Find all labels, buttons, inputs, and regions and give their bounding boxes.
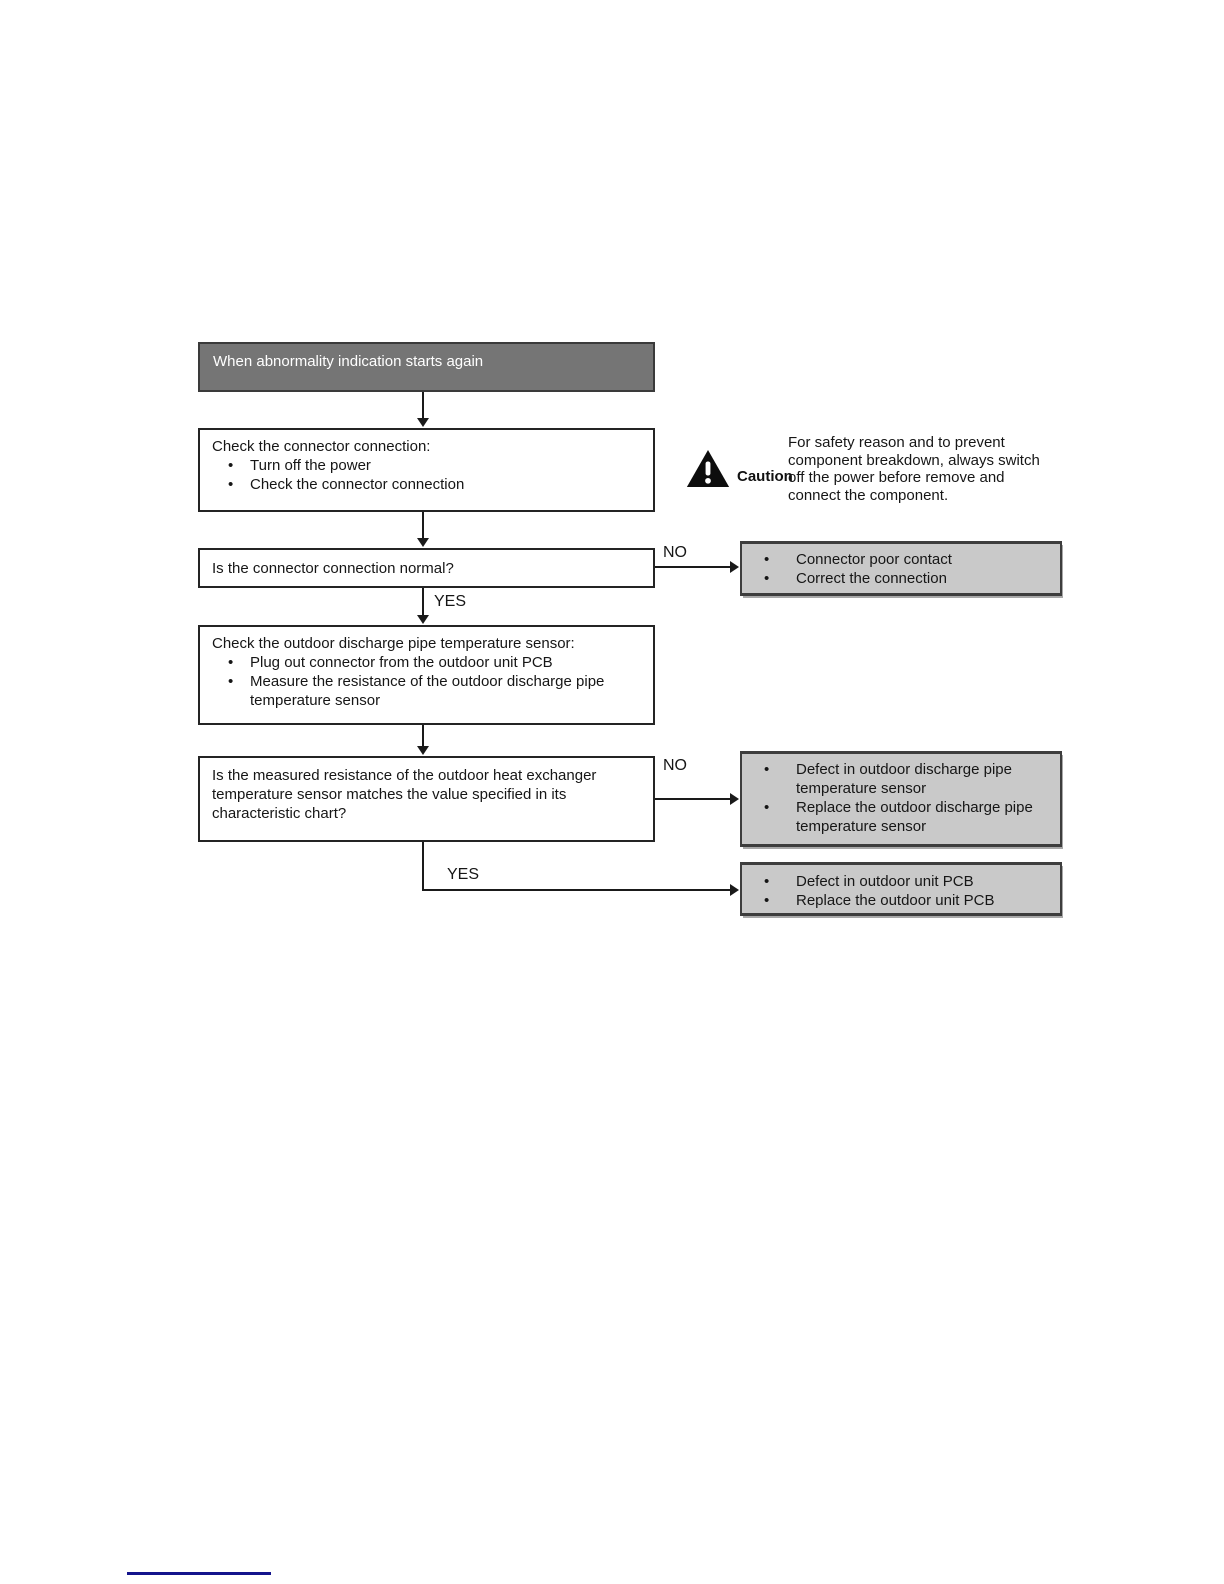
bullet-item: • Connector poor contact [752, 550, 1050, 569]
caution-note: For safety reason and to prevent compone… [788, 434, 1040, 504]
connector-line [655, 798, 731, 800]
bullet-text: Plug out connector from the outdoor unit… [250, 654, 553, 671]
decision-text: Is the connector connection normal? [212, 560, 454, 577]
connector-line [655, 566, 731, 568]
connector-line [422, 842, 424, 891]
arrow-down-icon [417, 418, 429, 427]
connector-line [422, 392, 424, 419]
bullet-dot: • [764, 799, 770, 816]
arrow-right-icon [730, 793, 739, 805]
bullet-dot: • [228, 654, 234, 671]
process-box-check-connector: Check the connector connection: • Turn o… [198, 428, 655, 512]
bullet-item: • Defect in outdoor unit PCB [752, 872, 1050, 891]
arrow-down-icon [417, 615, 429, 624]
branch-label-no: NO [663, 544, 687, 561]
bullet-text: Defect in outdoor unit PCB [796, 873, 974, 890]
bullet-dot: • [764, 570, 770, 587]
connector-line [422, 588, 424, 616]
bullet-dot: • [228, 476, 234, 493]
bullet-item: • Defect in outdoor discharge pipe tempe… [752, 760, 1050, 798]
decision-box-connector-normal: Is the connector connection normal? [198, 548, 655, 588]
bullet-text: Connector poor contact [796, 551, 952, 568]
bullet-item: • Replace the outdoor unit PCB [752, 891, 1050, 910]
bullet-dot: • [764, 873, 770, 890]
bullet-item: • Correct the connection [752, 569, 1050, 588]
process-title: Check the connector connection: [212, 438, 431, 455]
footer-rule [127, 1572, 271, 1575]
flowchart-start-box: When abnormality indication starts again [198, 342, 655, 392]
branch-label-yes: YES [447, 866, 480, 883]
bullet-dot: • [764, 551, 770, 568]
bullet-text: Replace the outdoor unit PCB [796, 892, 995, 909]
bullet-text: Turn off the power [250, 457, 371, 474]
arrow-right-icon [730, 884, 739, 896]
start-box-text: When abnormality indication starts again [213, 353, 484, 370]
result-box-pcb-defect: • Defect in outdoor unit PCB • Replace t… [740, 862, 1062, 916]
bullet-item: • Measure the resistance of the outdoor … [212, 672, 641, 710]
bullet-text: Replace the outdoor discharge pipe tempe… [796, 799, 1033, 835]
bullet-item: • Replace the outdoor discharge pipe tem… [752, 798, 1050, 836]
bullet-text: Defect in outdoor discharge pipe tempera… [796, 761, 1012, 797]
decision-text: Is the measured resistance of the outdoo… [212, 767, 597, 822]
result-box-connector-contact: • Connector poor contact • Correct the c… [740, 541, 1062, 596]
bullet-dot: • [228, 457, 234, 474]
process-box-check-sensor: Check the outdoor discharge pipe tempera… [198, 625, 655, 725]
branch-label-yes: YES [434, 593, 467, 610]
bullet-item: • Turn off the power [212, 456, 641, 475]
arrow-down-icon [417, 538, 429, 547]
bullet-text: Measure the resistance of the outdoor di… [250, 673, 605, 709]
connector-line [422, 889, 731, 891]
bullet-item: • Plug out connector from the outdoor un… [212, 653, 641, 672]
bullet-text: Correct the connection [796, 570, 947, 587]
arrow-down-icon [417, 746, 429, 755]
bullet-dot: • [764, 761, 770, 778]
arrow-right-icon [730, 561, 739, 573]
result-box-sensor-defect: • Defect in outdoor discharge pipe tempe… [740, 751, 1062, 847]
connector-line [422, 725, 424, 747]
bullet-item: • Check the connector connection [212, 475, 641, 494]
process-title: Check the outdoor discharge pipe tempera… [212, 635, 575, 652]
branch-label-no: NO [663, 757, 687, 774]
connector-line [422, 512, 424, 539]
bullet-dot: • [764, 892, 770, 909]
caution-warning-icon [686, 450, 730, 487]
bullet-text: Check the connector connection [250, 476, 465, 493]
decision-box-resistance-match: Is the measured resistance of the outdoo… [198, 756, 655, 842]
bullet-dot: • [228, 673, 234, 690]
caution-label: Caution [737, 468, 793, 485]
